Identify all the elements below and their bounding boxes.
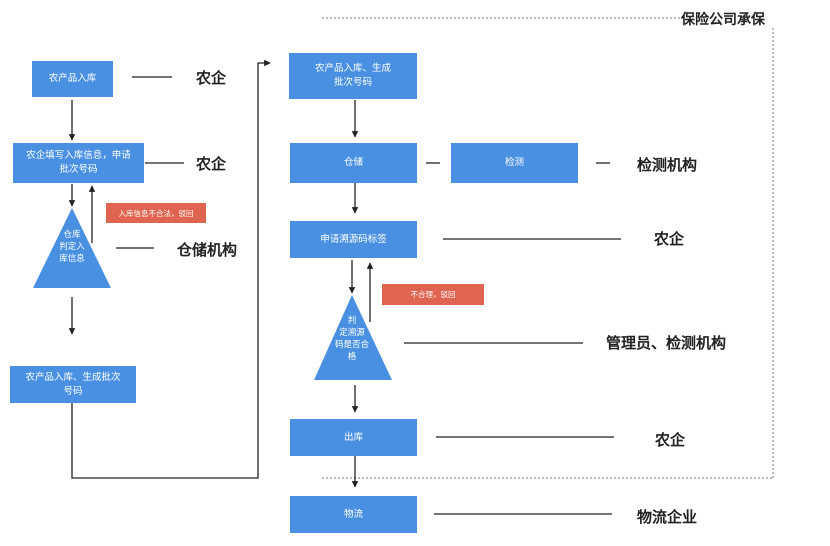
- right-node-storage-in: 农产品入库、生成 批次号码: [289, 53, 417, 99]
- left-node-fill-info: 农企填写入库信息，申请批次号码: [13, 143, 144, 183]
- left-node-storage-in: 农产品入库: [32, 61, 113, 97]
- left-reject-note: 入库信息不合法，驳回: [106, 203, 206, 223]
- right-node-logistics: 物流: [290, 496, 417, 533]
- left-role-2: 农企: [196, 155, 227, 173]
- insurance-label: 保险公司承保: [681, 12, 765, 28]
- left-role-1: 农企: [196, 69, 227, 87]
- right-decision-triangle: [314, 295, 392, 380]
- role-judge: 管理员、检测机构: [606, 334, 727, 352]
- role-apply: 农企: [654, 230, 685, 248]
- left-role-3: 仓储机构: [177, 241, 238, 259]
- role-inspect-agency: 检测机构: [637, 156, 698, 174]
- right-node-inspect: 检测: [451, 143, 578, 183]
- right-node-storage: 仓储: [290, 143, 417, 183]
- left-triangle-label: 仓库 判定入 库信息: [59, 230, 85, 264]
- right-node-out: 出库: [290, 419, 417, 456]
- role-logistics: 物流企业: [637, 508, 698, 526]
- right-node-apply-label: 申请溯源码标签: [290, 221, 417, 258]
- left-node-generate-batch: 农产品入库、生成批次号码: [10, 366, 136, 403]
- right-reject-note: 不合理，驳回: [382, 284, 484, 305]
- right-triangle-label: 判 定溯源 码是否合 格: [334, 316, 369, 362]
- connector-left-to-right: [71, 59, 271, 479]
- insurance-coverage-border: [322, 17, 774, 479]
- role-out: 农企: [655, 431, 686, 449]
- left-decision-triangle: [33, 208, 111, 288]
